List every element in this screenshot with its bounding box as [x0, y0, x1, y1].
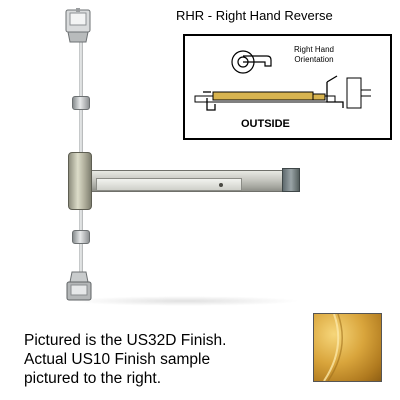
- orientation-label-text: Right Hand Orientation: [293, 45, 335, 64]
- door-lever-icon: [231, 50, 272, 74]
- push-bar-dogging-hole: [219, 183, 223, 187]
- caption-line-1: Pictured is the US32D Finish.: [24, 332, 227, 349]
- rod-guide-upper: [72, 96, 90, 110]
- caption-line-2: Actual US10 Finish sample: [24, 351, 211, 368]
- caption-line-3: pictured to the right.: [24, 370, 161, 387]
- outside-label: OUTSIDE: [241, 118, 290, 130]
- exit-device-icon: [194, 75, 371, 111]
- push-bar-end-cap: [282, 168, 300, 192]
- rod-guide-lower: [72, 230, 90, 244]
- finish-caption: Pictured is the US32D Finish. Actual US1…: [24, 331, 302, 388]
- swatch-highlight: [323, 314, 343, 381]
- push-bar-touchpad: [96, 178, 242, 191]
- bottom-latch: [66, 271, 92, 301]
- mechanism-case: [68, 152, 92, 210]
- door-diagram: [194, 50, 371, 111]
- floor-shadow: [70, 296, 300, 306]
- handing-diagram: [183, 34, 392, 140]
- top-latch: [65, 8, 91, 43]
- finish-sample-swatch: [313, 313, 382, 382]
- orientation-label: Right Hand Orientation: [274, 45, 354, 65]
- diagram-title: RHR - Right Hand Reverse: [176, 8, 333, 23]
